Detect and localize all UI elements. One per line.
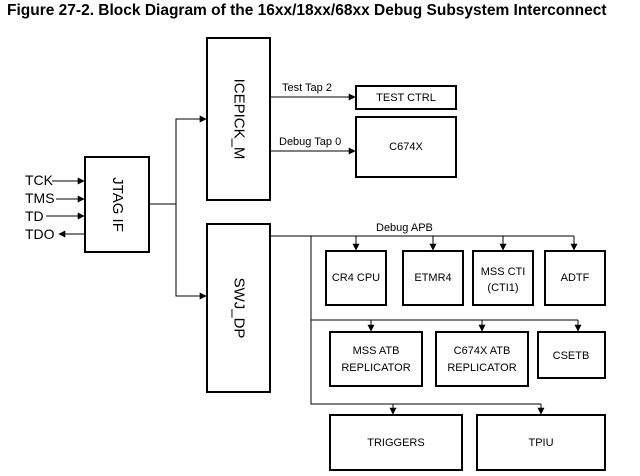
c674x-label: C674X (389, 141, 423, 153)
test-tap-2-label: Test Tap 2 (282, 82, 332, 94)
test-ctrl-label: TEST CTRL (376, 92, 436, 104)
mss-atb-label-line1: MSS ATB (353, 345, 400, 357)
debug-apb-label: Debug APB (376, 222, 433, 234)
csetb-block: CSETB (537, 331, 606, 379)
diagram-title: Figure 27-2. Block Diagram of the 16xx/1… (7, 2, 607, 19)
etmr4-block: ETMR4 (402, 250, 464, 306)
c674x-atb-replicator-block: C674X ATB REPLICATOR (435, 331, 529, 387)
mss-cti-block: MSS CTI (CTI1) (472, 250, 534, 306)
swj-dp-block: SWJ_DP (206, 223, 271, 393)
pin-tck: TCK (25, 172, 54, 188)
jtag-to-icepick-arrow (175, 115, 207, 204)
mss-atb-label-line2: REPLICATOR (341, 362, 410, 374)
trace-bus (310, 320, 541, 405)
c674x-atb-label-line2: REPLICATOR (447, 362, 516, 374)
cr4-cpu-block: CR4 CPU (325, 250, 387, 306)
tpiu-block: TPIU (476, 414, 606, 471)
tpiu-label: TPIU (528, 437, 553, 449)
csetb-label: CSETB (553, 350, 590, 362)
pin-tms: TMS (25, 190, 55, 206)
icepick-m-block: ICEPICK_M (206, 37, 271, 201)
mss-atb-replicator-block: MSS ATB REPLICATOR (329, 331, 423, 387)
jtag-if-block: JTAG IF (84, 156, 150, 253)
c674x-atb-label-line1: C674X ATB (454, 345, 511, 357)
jtag-to-swjdp-arrow (175, 204, 207, 300)
adtf-label: ADTF (561, 272, 590, 284)
test-ctrl-block: TEST CTRL (355, 85, 457, 110)
jtag-if-label: JTAG IF (109, 177, 126, 232)
cr4-cpu-label: CR4 CPU (332, 272, 380, 284)
pin-tdo: TDO (25, 226, 55, 242)
icepick-m-label: ICEPICK_M (231, 79, 248, 160)
etmr4-label: ETMR4 (414, 272, 451, 284)
swj-dp-label: SWJ_DP (231, 278, 248, 339)
adtf-block: ADTF (544, 250, 606, 306)
pin-td: TD (25, 208, 44, 224)
debug-tap-0-label: Debug Tap 0 (279, 136, 341, 148)
mss-cti-label-line1: MSS CTI (481, 266, 526, 278)
c674x-block: C674X (355, 116, 457, 178)
triggers-label: TRIGGERS (367, 437, 424, 449)
triggers-block: TRIGGERS (329, 414, 463, 471)
mss-cti-label-line2: (CTI1) (487, 282, 518, 294)
